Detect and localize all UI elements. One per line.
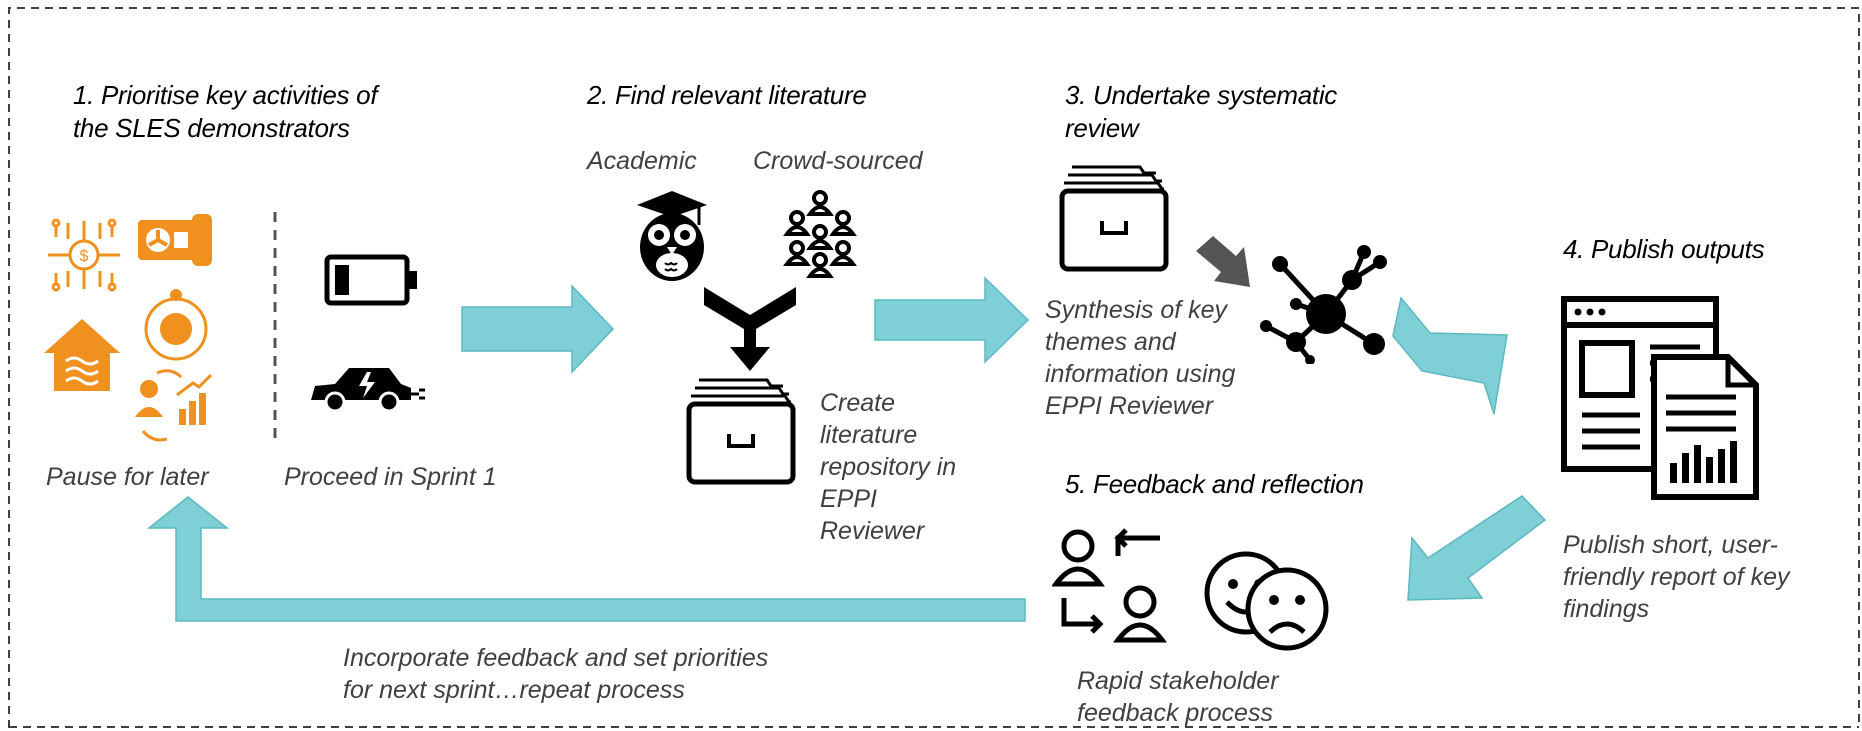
battery-low-icon (324, 254, 417, 306)
feedback-line-1: Rapid stakeholder (1077, 667, 1279, 695)
arrow-step3-to-step4 (1392, 296, 1508, 415)
repository-line-1: Create (820, 389, 896, 417)
arrow-step1-to-step2 (461, 284, 615, 374)
pause-label: Pause for later (46, 463, 209, 491)
synthesis-line-1: Synthesis of key (1045, 296, 1228, 324)
dashed-frame (8, 7, 1860, 728)
repository-line-3: repository in (820, 453, 957, 481)
electric-car-icon (311, 368, 425, 413)
step2-title: 2. Find relevant literature (587, 80, 867, 110)
feedback-line-2: feedback process (1077, 699, 1273, 727)
academic-label: Academic (587, 147, 697, 175)
arrow-archive-to-network (1196, 236, 1250, 287)
orange-circle-icon (144, 289, 208, 361)
step4-title: 4. Publish outputs (1563, 234, 1765, 264)
arrow-step4-to-step5 (1407, 495, 1547, 601)
step3-title-line1: 3. Undertake systematic (1065, 80, 1337, 110)
network-hub-icon (1260, 245, 1387, 364)
person-growth-icon (135, 369, 213, 442)
users-swap-icon (1052, 528, 1167, 643)
report-line-1: Publish short, user- (1563, 531, 1778, 559)
step5-title: 5. Feedback and reflection (1065, 469, 1364, 499)
loop-caption-line-2: for next sprint…repeat process (343, 676, 685, 704)
merge-arrow-icon (704, 287, 796, 371)
repository-line-2: literature (820, 421, 918, 449)
report-line-2: friendly report of key (1563, 563, 1790, 591)
file-drawer-icon (686, 378, 796, 485)
step1-title-line2: the SLES demonstrators (73, 113, 350, 143)
repository-line-4: EPPI (820, 485, 877, 513)
svg-text:$: $ (80, 248, 89, 265)
crowd-label: Crowd-sourced (753, 147, 923, 175)
synthesis-line-4: EPPI Reviewer (1045, 392, 1214, 420)
synthesis-line-3: information using (1045, 360, 1236, 388)
circuit-dollar-icon: $ (48, 218, 120, 292)
generator-icon (138, 214, 212, 266)
report-document-icon (1561, 296, 1759, 500)
synthesis-line-2: themes and (1045, 328, 1176, 356)
house-heat-icon (44, 319, 120, 391)
repository-line-5: Reviewer (820, 517, 925, 545)
step1-title-line1: 1. Prioritise key activities of (73, 80, 378, 110)
arrow-step2-to-step3 (874, 276, 1030, 364)
loop-caption-line-1: Incorporate feedback and set priorities (343, 644, 769, 672)
sad-face-icon (1245, 567, 1329, 651)
proceed-label: Proceed in Sprint 1 (284, 463, 497, 491)
crowd-icon (783, 190, 857, 278)
owl-graduate-icon (637, 191, 707, 281)
step3-title-line2: review (1065, 113, 1139, 143)
file-drawer-icon (1059, 165, 1169, 272)
arrow-feedback-loop (146, 496, 1026, 622)
report-line-3: findings (1563, 595, 1650, 623)
